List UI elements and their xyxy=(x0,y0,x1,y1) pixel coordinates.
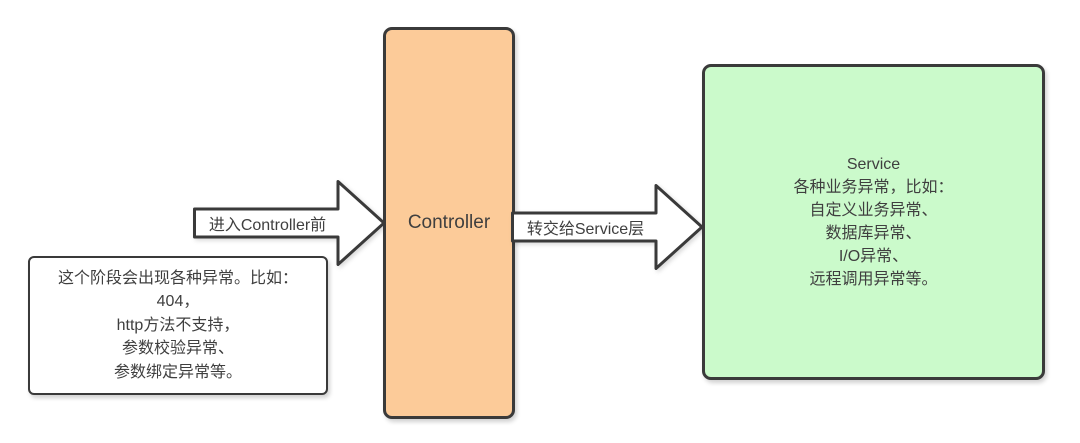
service-line: 数据库异常、 xyxy=(825,225,922,242)
controller-box: Controller xyxy=(383,27,515,419)
note-box-controller-exceptions: 这个阶段会出现各种异常。比如： 404， http方法不支持， 参数校验异常、 … xyxy=(28,256,328,395)
note-line: 参数校验异常、 xyxy=(121,340,234,358)
service-line: Service xyxy=(846,156,901,173)
controller-label: Controller xyxy=(407,212,491,233)
arrow-enter-controller-label: 进入Controller前 xyxy=(208,217,327,234)
service-line: 自定义业务异常、 xyxy=(809,202,938,219)
block-arrow-right-icon xyxy=(193,180,386,266)
note-line: 404， xyxy=(156,293,200,311)
note-line: 参数绑定异常等。 xyxy=(113,363,242,381)
arrow-enter-controller: 进入Controller前 xyxy=(193,180,386,266)
service-line: I/O异常、 xyxy=(838,248,909,265)
arrow-to-service: 转交给Service层 xyxy=(511,184,704,270)
service-line: 各种业务异常，比如： xyxy=(793,179,954,196)
note-line: http方法不支持， xyxy=(116,316,240,334)
arrow-to-service-label: 转交给Service层 xyxy=(526,221,645,238)
service-box: Service 各种业务异常，比如： 自定义业务异常、 数据库异常、 I/O异常… xyxy=(702,64,1045,380)
service-line: 远程调用异常等。 xyxy=(809,271,938,288)
block-arrow-right-icon xyxy=(511,184,704,270)
note-line: 这个阶段会出现各种异常。比如： xyxy=(57,269,298,287)
